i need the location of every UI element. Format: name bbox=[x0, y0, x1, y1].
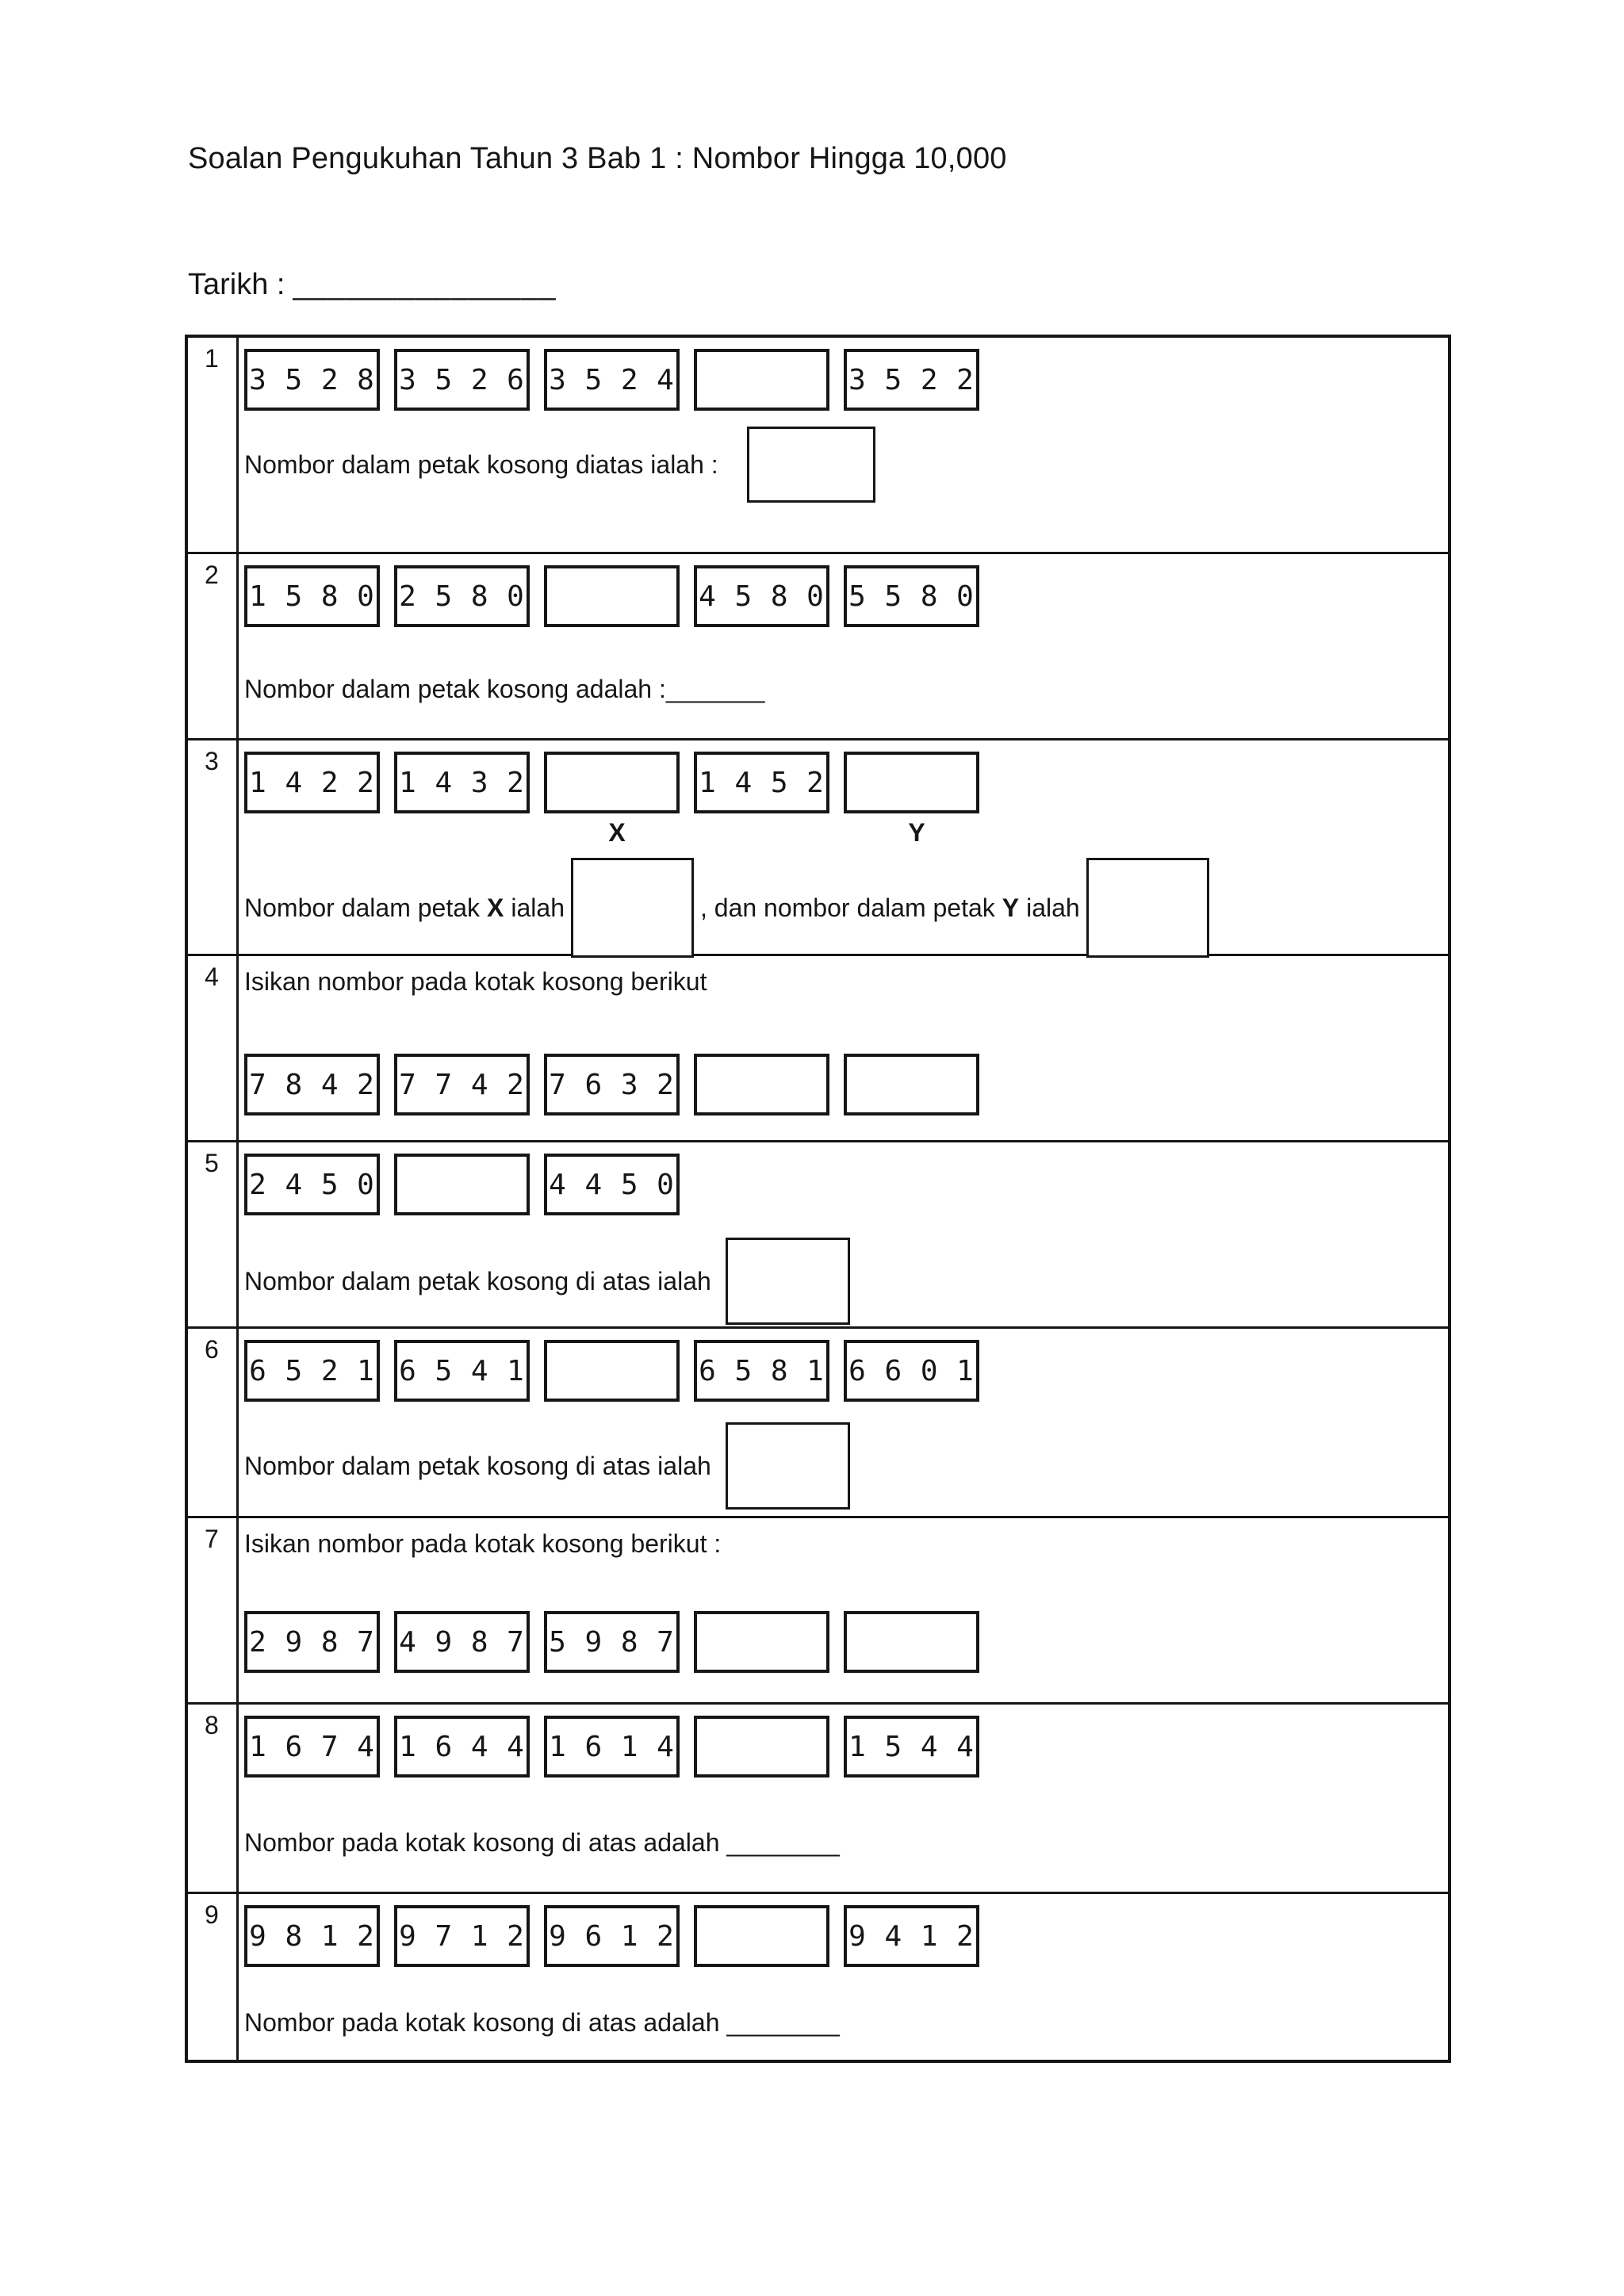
number-box: 2 5 8 0 bbox=[394, 565, 530, 627]
number-box: 6 5 4 1 bbox=[394, 1340, 530, 1402]
question-number: 6 bbox=[188, 1329, 239, 1516]
question-row-8: 8 1 6 7 4 1 6 4 4 1 6 1 4 1 5 4 4 Nombor… bbox=[188, 1702, 1448, 1892]
date-label: Tarikh : bbox=[188, 268, 285, 301]
question-number: 7 bbox=[188, 1518, 239, 1702]
empty-number-box-y[interactable] bbox=[844, 752, 979, 813]
question-prompt: Nombor dalam petak kosong di atas ialah bbox=[244, 1451, 711, 1480]
y-label: Y bbox=[908, 818, 925, 847]
question-instruction: Isikan nombor pada kotak kosong berikut … bbox=[244, 1529, 722, 1558]
number-box: 1 5 8 0 bbox=[244, 565, 380, 627]
number-box: 6 6 0 1 bbox=[844, 1340, 979, 1402]
question-prompt-part: ialah bbox=[511, 893, 565, 922]
number-box: 9 4 1 2 bbox=[844, 1905, 979, 1967]
question-number: 1 bbox=[188, 338, 239, 552]
question-prompt: Nombor dalam petak kosong di atas ialah bbox=[244, 1266, 711, 1295]
empty-number-box[interactable] bbox=[544, 565, 680, 627]
question-row-2: 2 1 5 8 0 2 5 8 0 4 5 8 0 5 5 8 0 Nombor… bbox=[188, 552, 1448, 738]
number-box: 6 5 2 1 bbox=[244, 1340, 380, 1402]
question-number: 8 bbox=[188, 1705, 239, 1892]
number-box: 2 9 8 7 bbox=[244, 1611, 380, 1673]
number-sequence: 1 5 8 0 2 5 8 0 4 5 8 0 5 5 8 0 bbox=[244, 565, 1429, 627]
number-sequence: 2 4 5 0 4 4 5 0 bbox=[244, 1154, 1429, 1215]
empty-number-box[interactable] bbox=[694, 349, 829, 411]
number-box: 4 4 5 0 bbox=[544, 1154, 680, 1215]
empty-number-box[interactable] bbox=[694, 1905, 829, 1967]
answer-box-y[interactable] bbox=[1086, 858, 1209, 958]
number-box: 9 6 1 2 bbox=[544, 1905, 680, 1967]
number-box: 1 5 4 4 bbox=[844, 1716, 979, 1777]
question-prompt: Nombor dalam petak kosong diatas ialah : bbox=[244, 450, 718, 479]
answer-box[interactable] bbox=[746, 427, 875, 503]
answer-box[interactable] bbox=[725, 1238, 850, 1325]
question-number: 5 bbox=[188, 1142, 239, 1326]
number-box: 1 4 3 2 bbox=[394, 752, 530, 813]
question-prompt: Nombor dalam petak kosong adalah :______… bbox=[244, 675, 765, 703]
question-row-7: 7 Isikan nombor pada kotak kosong beriku… bbox=[188, 1516, 1448, 1702]
bold-y: Y bbox=[1002, 893, 1020, 922]
question-row-4: 4 Isikan nombor pada kotak kosong beriku… bbox=[188, 954, 1448, 1140]
number-box: 3 5 2 4 bbox=[544, 349, 680, 411]
number-box: 5 5 8 0 bbox=[844, 565, 979, 627]
number-box: 7 7 4 2 bbox=[394, 1054, 530, 1115]
question-row-1: 1 3 5 2 8 3 5 2 6 3 5 2 4 3 5 2 2 Nombor… bbox=[188, 338, 1448, 552]
x-label: X bbox=[608, 818, 626, 847]
answer-box-x[interactable] bbox=[570, 858, 694, 958]
question-row-9: 9 9 8 1 2 9 7 1 2 9 6 1 2 9 4 1 2 Nombor… bbox=[188, 1892, 1448, 2060]
question-prompt-part: ialah bbox=[1026, 893, 1080, 922]
number-box: 2 4 5 0 bbox=[244, 1154, 380, 1215]
number-box: 3 5 2 8 bbox=[244, 349, 380, 411]
number-sequence: 1 4 2 2 1 4 3 2 1 4 5 2 bbox=[244, 752, 1429, 813]
number-box: 6 5 8 1 bbox=[694, 1340, 829, 1402]
empty-number-box[interactable] bbox=[694, 1716, 829, 1777]
date-blank-line[interactable]: _______________ bbox=[293, 268, 557, 301]
number-box: 1 6 7 4 bbox=[244, 1716, 380, 1777]
number-box: 1 6 1 4 bbox=[544, 1716, 680, 1777]
number-box: 4 5 8 0 bbox=[694, 565, 829, 627]
number-sequence: 7 8 4 2 7 7 4 2 7 6 3 2 bbox=[244, 1054, 1429, 1115]
question-prompt-part: , dan nombor dalam petak bbox=[699, 893, 995, 922]
question-prompt-part: Nombor dalam petak bbox=[244, 893, 481, 922]
empty-number-box[interactable] bbox=[394, 1154, 530, 1215]
number-box: 4 9 8 7 bbox=[394, 1611, 530, 1673]
answer-box[interactable] bbox=[725, 1422, 850, 1510]
question-instruction: Isikan nombor pada kotak kosong berikut bbox=[244, 967, 707, 996]
number-box: 7 8 4 2 bbox=[244, 1054, 380, 1115]
box-labels: X Y bbox=[244, 818, 1429, 855]
number-sequence: 9 8 1 2 9 7 1 2 9 6 1 2 9 4 1 2 bbox=[244, 1905, 1429, 1967]
question-row-3: 3 1 4 2 2 1 4 3 2 1 4 5 2 X Y Nombor dal… bbox=[188, 738, 1448, 958]
question-number: 9 bbox=[188, 1894, 239, 2060]
question-prompt: Nombor pada kotak kosong di atas adalah … bbox=[244, 2008, 840, 2037]
question-row-5: 5 2 4 5 0 4 4 5 0 Nombor dalam petak kos… bbox=[188, 1140, 1448, 1326]
number-box: 1 4 5 2 bbox=[694, 752, 829, 813]
number-sequence: 1 6 7 4 1 6 4 4 1 6 1 4 1 5 4 4 bbox=[244, 1716, 1429, 1777]
bold-x: X bbox=[487, 893, 504, 922]
empty-number-box[interactable] bbox=[844, 1611, 979, 1673]
number-box: 5 9 8 7 bbox=[544, 1611, 680, 1673]
date-line: Tarikh : _______________ bbox=[188, 268, 557, 302]
number-sequence: 3 5 2 8 3 5 2 6 3 5 2 4 3 5 2 2 bbox=[244, 349, 1429, 411]
empty-number-box[interactable] bbox=[694, 1054, 829, 1115]
question-number: 2 bbox=[188, 554, 239, 738]
number-box: 7 6 3 2 bbox=[544, 1054, 680, 1115]
number-box: 3 5 2 2 bbox=[844, 349, 979, 411]
page-title: Soalan Pengukuhan Tahun 3 Bab 1 : Nombor… bbox=[188, 142, 1007, 175]
number-sequence: 6 5 2 1 6 5 4 1 6 5 8 1 6 6 0 1 bbox=[244, 1340, 1429, 1402]
question-prompt: Nombor pada kotak kosong di atas adalah … bbox=[244, 1828, 840, 1857]
questions-table: 1 3 5 2 8 3 5 2 6 3 5 2 4 3 5 2 2 Nombor… bbox=[185, 335, 1451, 2063]
question-number: 3 bbox=[188, 740, 239, 954]
empty-number-box-x[interactable] bbox=[544, 752, 680, 813]
number-box: 9 8 1 2 bbox=[244, 1905, 380, 1967]
empty-number-box[interactable] bbox=[544, 1340, 680, 1402]
number-box: 1 4 2 2 bbox=[244, 752, 380, 813]
question-row-6: 6 6 5 2 1 6 5 4 1 6 5 8 1 6 6 0 1 Nombor… bbox=[188, 1326, 1448, 1516]
number-box: 9 7 1 2 bbox=[394, 1905, 530, 1967]
number-box: 1 6 4 4 bbox=[394, 1716, 530, 1777]
number-sequence: 2 9 8 7 4 9 8 7 5 9 8 7 bbox=[244, 1611, 1429, 1673]
empty-number-box[interactable] bbox=[844, 1054, 979, 1115]
empty-number-box[interactable] bbox=[694, 1611, 829, 1673]
number-box: 3 5 2 6 bbox=[394, 349, 530, 411]
question-number: 4 bbox=[188, 956, 239, 1140]
